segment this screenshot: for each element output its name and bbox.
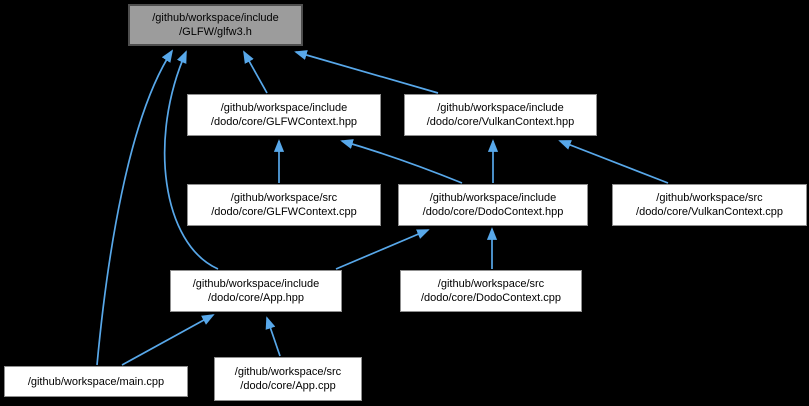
edge-glfwcontext-hpp-to-glfw3-h (243, 50, 268, 94)
node-label-line: /github/workspace/src (234, 366, 342, 378)
edge-app-cpp-to-app-hpp (265, 316, 281, 357)
node-label-line: /dodo/core/VulkanContext.hpp (426, 116, 575, 128)
node-glfwcontext-hpp[interactable]: /github/workspace/include /dodo/core/GLF… (187, 94, 381, 136)
edge-app-hpp-to-dodocontext-hpp (335, 229, 430, 270)
edge-main-cpp-to-glfw3-h (96, 49, 174, 366)
node-label-line: /github/workspace/src (656, 192, 763, 204)
node-label-line: /github/workspace/include (437, 102, 564, 114)
node-label-line: /dodo/core/GLFWContext.cpp (211, 206, 357, 218)
node-app-hpp[interactable]: /github/workspace/include /dodo/core/App… (170, 270, 342, 312)
node-vulkancontext-hpp[interactable]: /github/workspace/include /dodo/core/Vul… (404, 94, 597, 136)
node-label-line: /dodo/core/VulkanContext.cpp (636, 206, 783, 218)
edge-vulkancontext-hpp-to-glfw3-h (294, 50, 439, 94)
node-glfwcontext-cpp[interactable]: /github/workspace/src /dodo/core/GLFWCon… (187, 184, 381, 226)
edge-vulkancontext-cpp-to-vulkancontext-hpp (558, 140, 669, 184)
node-label-line: /dodo/core/DodoContext.cpp (420, 292, 562, 304)
node-dodocontext-cpp[interactable]: /github/workspace/src /dodo/core/DodoCon… (400, 270, 582, 312)
node-label-line: /github/workspace/main.cpp (27, 375, 165, 388)
node-label-line: /GLFW/glfw3.h (179, 26, 252, 38)
edge-app-hpp-to-glfw3-h (163, 50, 219, 270)
node-label-line: /github/workspace/include (192, 278, 320, 290)
node-dodocontext-hpp[interactable]: /github/workspace/include /dodo/core/Dod… (398, 184, 588, 226)
node-vulkancontext-cpp[interactable]: /github/workspace/src /dodo/core/VulkanC… (612, 184, 807, 226)
node-main-cpp[interactable]: /github/workspace/main.cpp (4, 366, 188, 397)
edge-main-cpp-to-app-hpp (121, 314, 215, 366)
node-label-line: /dodo/core/App.cpp (240, 380, 336, 392)
node-label-line: /github/workspace/include (152, 12, 279, 24)
edge-dodocontext-hpp-to-glfwcontext-hpp (340, 139, 463, 184)
node-label-line: /github/workspace/include (429, 192, 557, 204)
node-glfw3-h: /github/workspace/include /GLFW/glfw3.h (128, 4, 303, 46)
node-label-line: /dodo/core/App.hpp (207, 292, 305, 304)
node-label-line: /dodo/core/DodoContext.hpp (422, 206, 564, 218)
node-label-line: /github/workspace/include (220, 102, 348, 114)
node-label-line: /github/workspace/src (230, 192, 338, 204)
node-label-line: /github/workspace/src (437, 278, 545, 290)
node-label-line: /dodo/core/GLFWContext.hpp (210, 116, 358, 128)
node-app-cpp[interactable]: /github/workspace/src /dodo/core/App.cpp (214, 357, 362, 401)
